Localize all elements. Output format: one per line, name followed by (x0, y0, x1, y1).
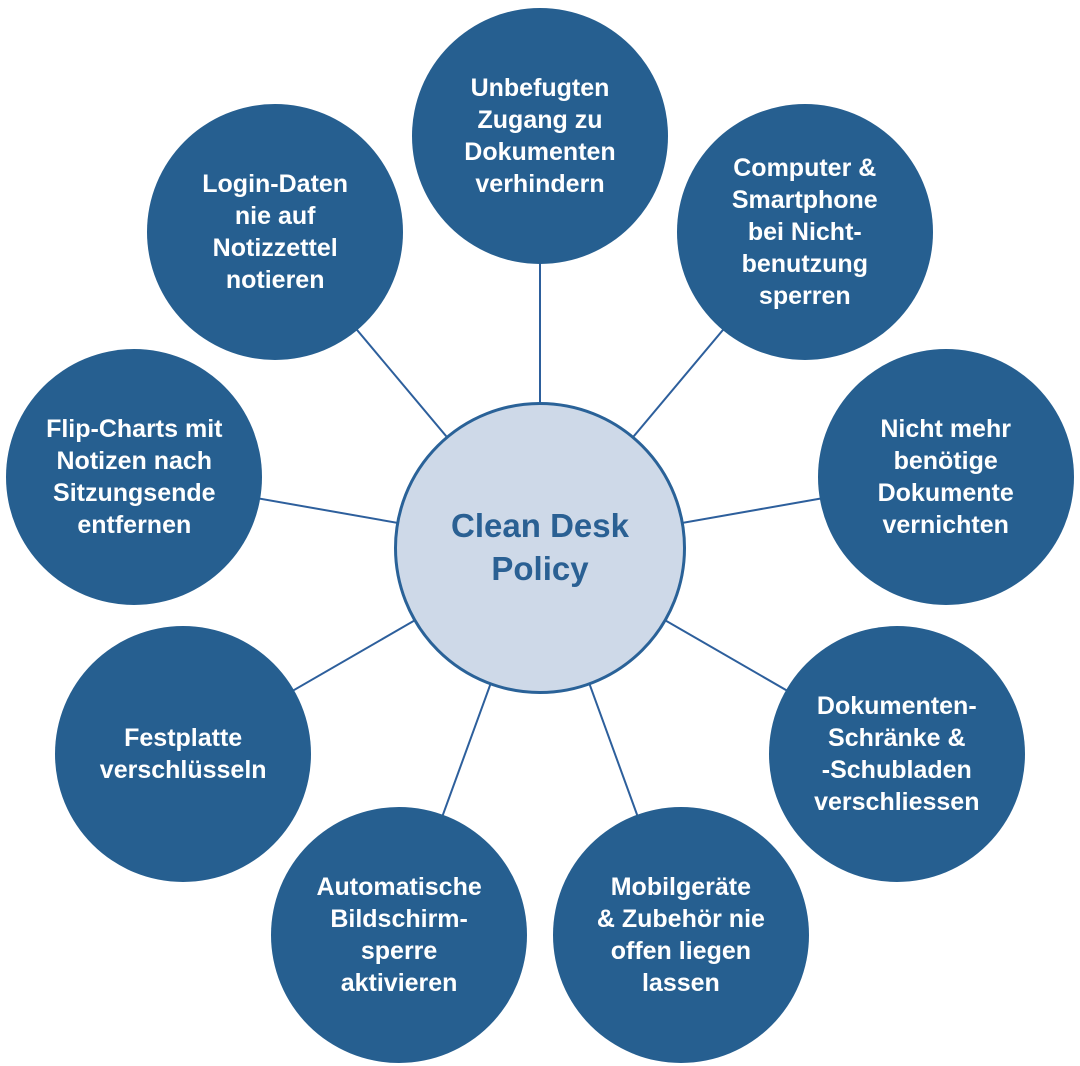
policy-node-label: Computer & Smartphone bei Nicht- benutzu… (731, 154, 878, 311)
policy-node-label: Unbefugten Zugang zu Dokumenten verhinde… (464, 74, 616, 198)
policy-node-label: Mobilgeräte & Zubehör nie offen liegen l… (596, 873, 765, 998)
policy-node-encrypt-hard-drive: Festplatte verschlüsseln (55, 626, 312, 882)
hub-circle: Clean Desk Policy (394, 402, 686, 694)
policy-node-destroy-unneeded-documents: Nicht mehr benötige Dokumente vernichten (817, 348, 1074, 605)
policy-node-lock-document-cabinets-and-drawers: Dokumenten- Schränke & -Schubladen versc… (768, 626, 1025, 882)
policy-node-never-leave-mobile-devices-in-open: Mobilgeräte & Zubehör nie offen liegen l… (552, 807, 809, 1064)
policy-node-lock-computer-and-smartphone: Computer & Smartphone bei Nicht- benutzu… (676, 104, 933, 361)
policy-node-label: Login-Daten nie auf Notizzettel notieren (202, 170, 349, 295)
hub-label: Clean Desk Policy (451, 507, 629, 587)
policy-node-enable-automatic-screen-lock: Automatische Bildschirm- sperre aktivier… (271, 807, 528, 1064)
policy-node-label: Festplatte verschlüsseln (99, 724, 267, 784)
policy-node-label: Automatische Bildschirm- sperre aktivier… (316, 873, 482, 998)
policy-node-label: Dokumenten- Schränke & -Schubladen versc… (814, 692, 980, 816)
policy-node-label: Flip-Charts mit Notizen nach Sitzungsend… (46, 414, 223, 539)
policy-node-label: Nicht mehr benötige Dokumente vernichten (877, 414, 1014, 539)
policy-node-prevent-unauthorized-document-access: Unbefugten Zugang zu Dokumenten verhinde… (412, 8, 668, 264)
policy-node-never-write-login-data-on-notes: Login-Daten nie auf Notizzettel notieren (147, 104, 404, 361)
policy-node-remove-flip-charts-after-meetings: Flip-Charts mit Notizen nach Sitzungsend… (6, 348, 263, 605)
